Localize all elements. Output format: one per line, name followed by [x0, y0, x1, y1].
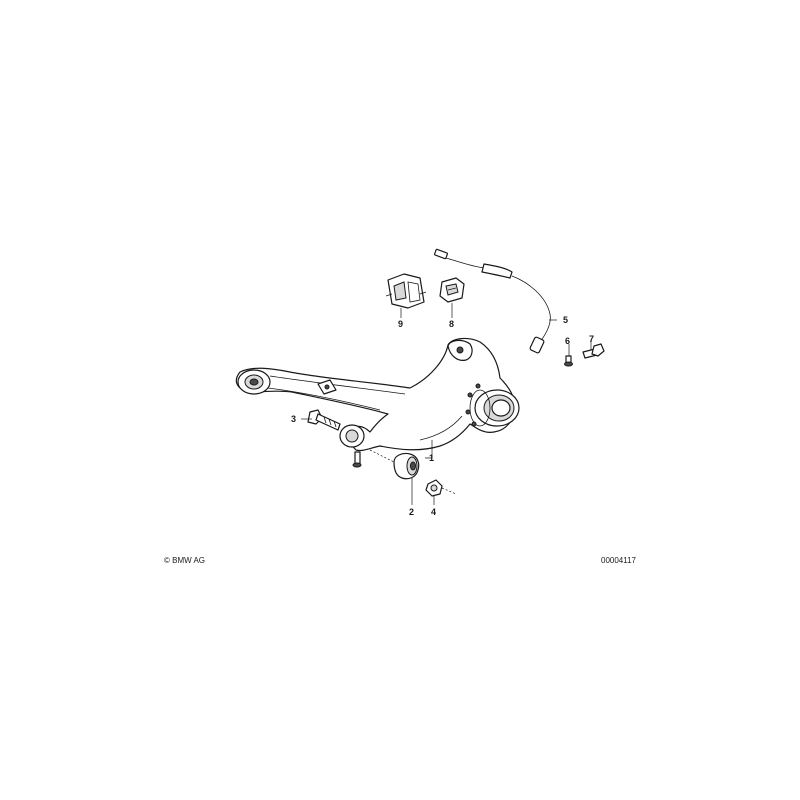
- callout-3[interactable]: 3: [291, 414, 296, 424]
- callout-5[interactable]: 5: [563, 315, 568, 325]
- bolt-part-7[interactable]: [582, 343, 605, 359]
- sensor-cable-part-5[interactable]: [434, 248, 551, 354]
- clip-part-8[interactable]: [439, 277, 465, 303]
- leader-lines: [301, 303, 592, 505]
- callout-8[interactable]: 8: [449, 319, 454, 329]
- callout-6[interactable]: 6: [565, 336, 570, 346]
- callout-4[interactable]: 4: [431, 507, 436, 517]
- trailing-arm-part-1[interactable]: [235, 337, 520, 468]
- callout-9[interactable]: 9: [398, 319, 403, 329]
- holder-part-9[interactable]: [385, 273, 427, 309]
- screw-part-6[interactable]: [564, 355, 573, 367]
- callout-7[interactable]: 7: [589, 334, 594, 344]
- rubber-mount-part-2[interactable]: [369, 449, 420, 480]
- callout-1[interactable]: 1: [429, 453, 434, 463]
- diagram-number: 00004117: [601, 556, 637, 565]
- copyright-text: © BMW AG: [164, 556, 205, 565]
- callout-2[interactable]: 2: [409, 507, 414, 517]
- hex-bolt-part-3[interactable]: [307, 409, 341, 431]
- hex-nut-part-4[interactable]: [425, 479, 457, 497]
